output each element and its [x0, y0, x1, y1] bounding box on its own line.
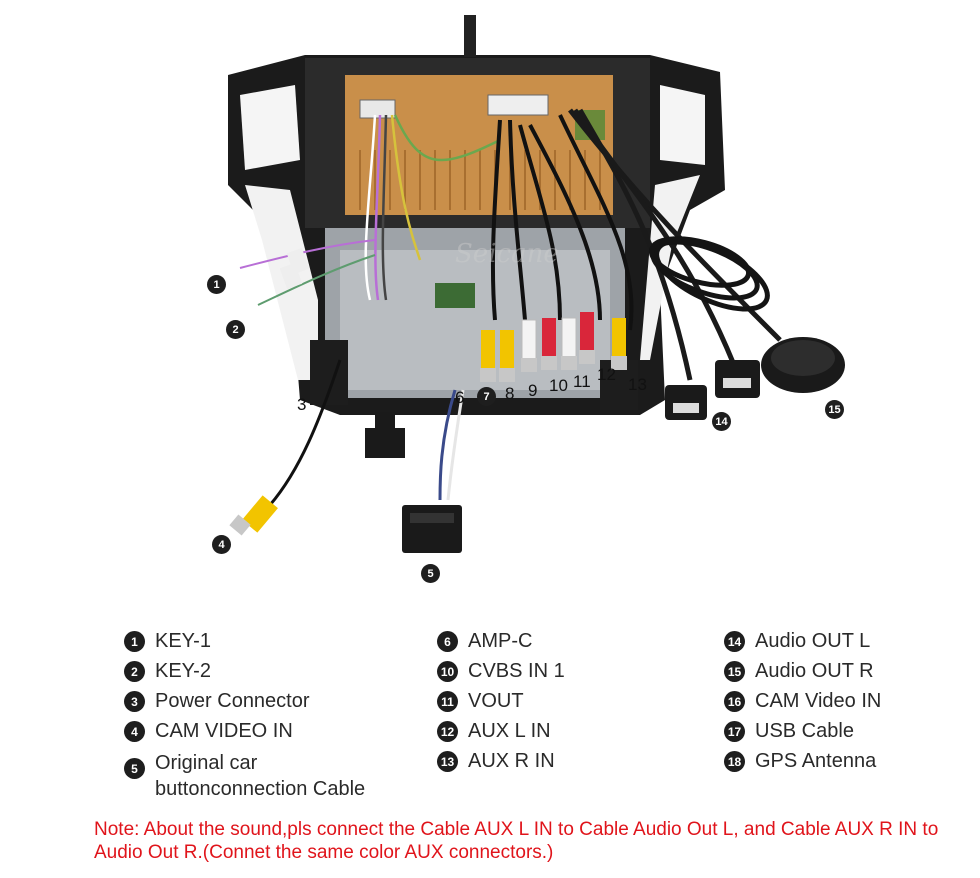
button-cable-connector — [402, 505, 462, 553]
diagram-badge-15: 15 — [825, 400, 844, 419]
main-connector-socket — [487, 94, 549, 116]
legend-item: 6 AMP-C — [437, 628, 565, 658]
legend-item: 15 Audio OUT R — [724, 658, 881, 688]
power-socket — [359, 99, 396, 119]
legend-number: 13 — [437, 751, 458, 772]
key2-tag — [279, 262, 303, 290]
legend-label: AMP-C — [468, 630, 533, 652]
key2-wire — [257, 254, 376, 306]
legend-item: 11 VOUT — [437, 688, 565, 718]
legend-label: Power Connector — [155, 690, 310, 712]
bezel-cutout-upper-right — [660, 85, 705, 165]
diagram-badge-7: 7 — [477, 387, 496, 406]
legend-item: 17 USB Cable — [724, 718, 881, 748]
legend-number: 4 — [124, 721, 145, 742]
diagram-badge-11: 11 — [573, 372, 591, 391]
watermark: Seicane — [455, 239, 559, 269]
legend-item: 4 CAM VIDEO IN — [124, 718, 365, 748]
legend-number: 3 — [124, 691, 145, 712]
legend-label: AUX R IN — [468, 750, 555, 772]
bezel-opening-left — [245, 185, 318, 380]
legend-number: 5 — [124, 758, 145, 779]
diagram-badge-9: 9 — [528, 381, 538, 400]
legend-label: KEY-1 — [155, 630, 211, 652]
diagram-badge-14: 14 — [712, 412, 731, 431]
legend-label: AUX L IN — [468, 720, 551, 742]
legend-number: 2 — [124, 661, 145, 682]
legend-label: VOUT — [468, 690, 524, 712]
legend-item: 13 AUX R IN — [437, 748, 565, 778]
legend-label: KEY-2 — [155, 660, 211, 682]
diagram-badge-5: 5 — [421, 564, 440, 583]
legend-item: 14 Audio OUT L — [724, 628, 881, 658]
cam-cable — [268, 359, 342, 506]
bezel-cutout-upper-left — [240, 85, 300, 170]
key1-wire — [239, 239, 376, 269]
diagram-badge-12: 12 — [597, 365, 616, 384]
legend-number: 10 — [437, 661, 458, 682]
legend-label: USB Cable — [755, 720, 854, 742]
diagram-badge-2: 2 — [226, 320, 245, 339]
mount-tab — [464, 15, 476, 57]
legend-label: GPS Antenna — [755, 750, 877, 772]
legend-number: 1 — [124, 631, 145, 652]
diagram-badge-3: 3 — [297, 395, 307, 414]
legend-number: 18 — [724, 751, 745, 772]
diagram-badge-8: 8 — [505, 384, 515, 403]
legend-number: 17 — [724, 721, 745, 742]
legend-item: 16 CAM Video IN — [724, 688, 881, 718]
legend-number: 14 — [724, 631, 745, 652]
legend-label: Audio OUT R — [755, 660, 874, 682]
legend-label: Original car buttonconnection Cable — [155, 752, 366, 800]
diagram-badge-13: 13 — [628, 375, 647, 394]
legend-item: 18 GPS Antenna — [724, 748, 881, 778]
legend-number: 6 — [437, 631, 458, 652]
sound-connection-note: Note: About the sound,pls connect the Ca… — [94, 819, 939, 863]
legend-number: 11 — [437, 691, 458, 712]
diagram-badge-6: 6 — [455, 388, 465, 407]
rca-connectors — [480, 312, 627, 382]
legend-item: 3 Power Connector — [124, 688, 365, 718]
legend-item: 12 AUX L IN — [437, 718, 565, 748]
legend-item: 1 KEY-1 — [124, 628, 365, 658]
legend-number: 16 — [724, 691, 745, 712]
legend-item: 5 Original car buttonconnection Cable — [124, 750, 365, 810]
diagram-badge-1: 1 — [207, 275, 226, 294]
legend-column-3: 14 Audio OUT L 15 Audio OUT R 16 CAM Vid… — [724, 628, 881, 778]
legend-label: CAM Video IN — [755, 690, 882, 712]
usb-connector-a — [665, 385, 707, 420]
legend-label: Audio OUT L — [755, 630, 871, 652]
legend-item: 2 KEY-2 — [124, 658, 365, 688]
legend-column-2: 6 AMP-C 10 CVBS IN 1 11 VOUT 12 AUX L IN… — [437, 628, 565, 778]
diagram-badge-10: 10 — [549, 376, 568, 395]
cam-rca-yellow — [242, 495, 278, 533]
power-connector — [365, 428, 405, 458]
usb-port-green — [435, 283, 475, 308]
legend-item: 10 CVBS IN 1 — [437, 658, 565, 688]
legend-number: 12 — [437, 721, 458, 742]
legend-column-1: 1 KEY-1 2 KEY-2 3 Power Connector 4 CAM … — [124, 628, 365, 810]
head-unit-illustration: Seicane — [228, 15, 845, 553]
diagram-badge-4: 4 — [212, 535, 231, 554]
wiring-diagram: Seicane 1 2 3 4 5 6 7 8 9 10 11 12 13 14… — [207, 15, 845, 583]
legend-number: 15 — [724, 661, 745, 682]
legend-label: CAM VIDEO IN — [155, 720, 293, 742]
legend-label: CVBS IN 1 — [468, 660, 565, 682]
